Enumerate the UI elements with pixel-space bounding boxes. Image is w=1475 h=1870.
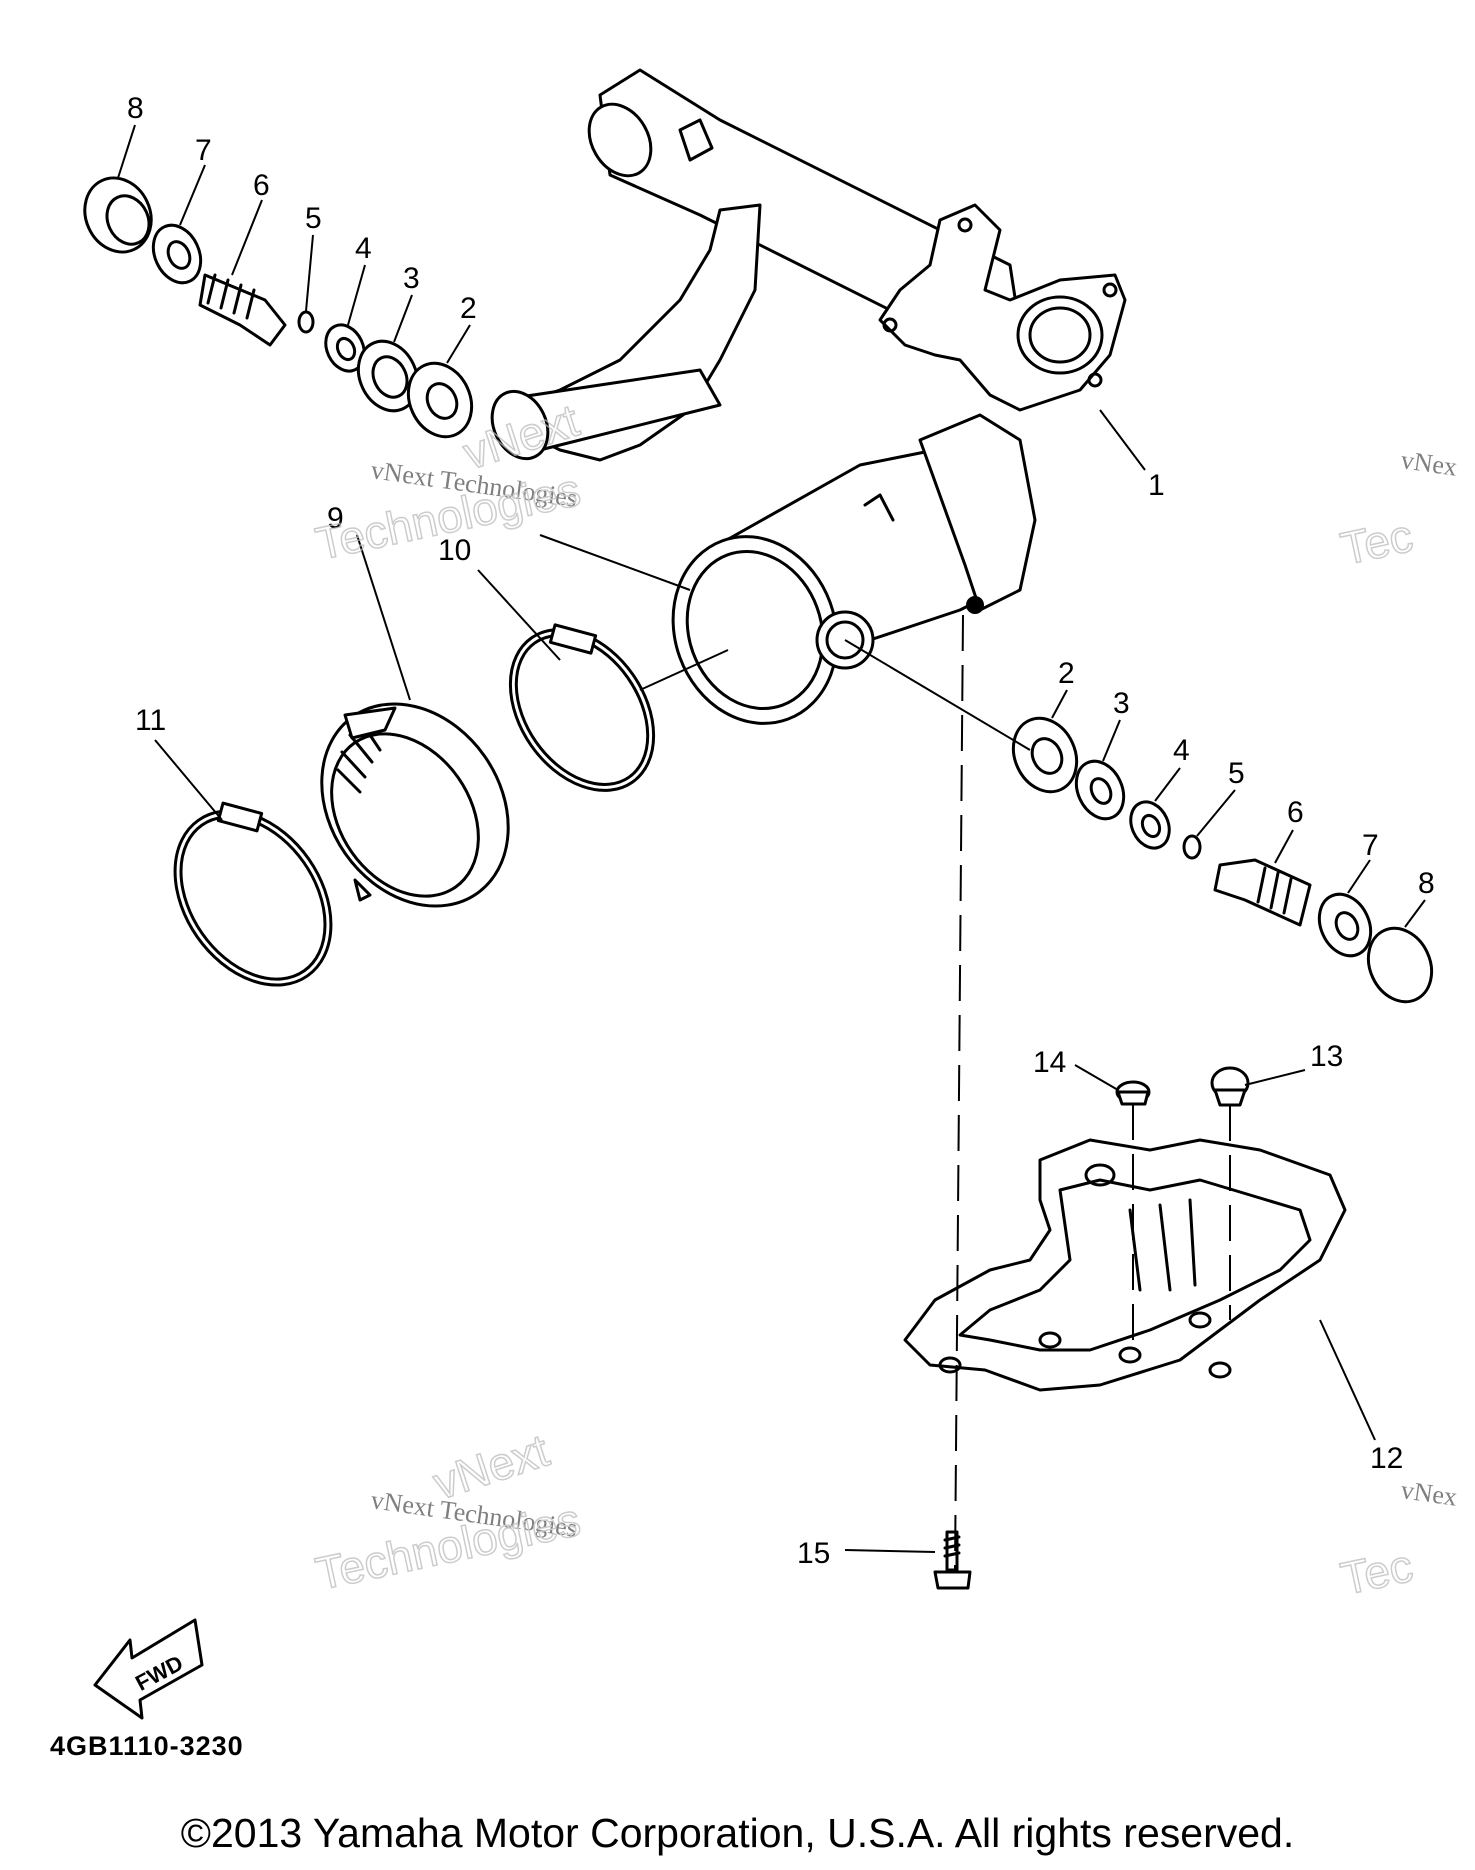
callout-12: 12 <box>1370 1442 1403 1475</box>
callout-7-left: 7 <box>195 134 212 167</box>
callout-3-left: 3 <box>403 262 420 295</box>
cap-8-left <box>83 176 153 254</box>
callout-15: 15 <box>797 1537 830 1570</box>
seal-3-left <box>356 339 420 413</box>
washer-4-right <box>1129 800 1171 850</box>
bolt-13 <box>1210 1066 1250 1107</box>
left-pivot-hardware <box>83 176 474 439</box>
callout-4-left: 4 <box>355 232 372 265</box>
o-ring-5-right <box>1182 834 1202 860</box>
copyright-notice: ©2013 Yamaha Motor Corporation, U.S.A. A… <box>180 1810 1295 1856</box>
washer-4-left <box>324 323 366 373</box>
callout-14: 14 <box>1033 1046 1066 1079</box>
callout-2-right: 2 <box>1058 657 1075 690</box>
o-ring-5-left <box>297 310 315 334</box>
callout-8-right: 8 <box>1418 867 1435 900</box>
watermark-outline-edge: Tec <box>1336 509 1417 575</box>
pivot-shaft-6-left <box>198 273 287 347</box>
nut-7-right <box>1317 892 1373 958</box>
callout-8-left: 8 <box>127 92 144 125</box>
guard-plate-12 <box>903 1138 1347 1392</box>
watermark-outline-edge: Tec <box>1336 1539 1417 1605</box>
callout-9: 9 <box>327 502 344 535</box>
watermark-outline: vNext <box>427 1424 555 1510</box>
watermark-text-edge: vNex <box>1399 445 1459 482</box>
callout-2-left: 2 <box>460 292 477 325</box>
assembly-lines <box>117 124 1426 1571</box>
bearing-2-left <box>406 361 474 439</box>
callout-3-right: 3 <box>1113 687 1130 720</box>
callout-1: 1 <box>1148 469 1165 502</box>
clamp-10 <box>508 623 656 792</box>
callout-11: 11 <box>135 704 166 737</box>
callout-4-right: 4 <box>1173 734 1190 767</box>
seal-3-right <box>1074 759 1126 821</box>
right-pivot-hardware <box>1011 716 1434 1004</box>
cap-8-right <box>1366 926 1434 1004</box>
callout-10: 10 <box>438 534 471 567</box>
callout-5-right: 5 <box>1228 757 1245 790</box>
callout-5-left: 5 <box>305 202 322 235</box>
callout-labels: 1 2 3 4 5 6 7 8 9 10 11 2 3 4 5 6 7 8 12… <box>127 92 1435 1570</box>
clamp-11 <box>173 801 333 987</box>
callout-7-right: 7 <box>1362 829 1379 862</box>
watermark-text-edge: vNex <box>1399 1475 1459 1512</box>
callout-13: 13 <box>1310 1040 1343 1073</box>
nut-7-left <box>151 223 203 285</box>
boot-9 <box>320 702 510 908</box>
callout-6-right: 6 <box>1287 796 1304 829</box>
bolt-14 <box>1115 1080 1151 1106</box>
fwd-arrow-icon: FWD <box>93 1618 204 1720</box>
bolt-15 <box>933 1530 972 1590</box>
callout-6-left: 6 <box>253 169 270 202</box>
pivot-shaft-6-right <box>1213 858 1312 927</box>
swingarm-part <box>490 68 1127 725</box>
part-code: 4GB1110-3230 <box>50 1731 244 1761</box>
bearing-2-right <box>1011 716 1079 794</box>
